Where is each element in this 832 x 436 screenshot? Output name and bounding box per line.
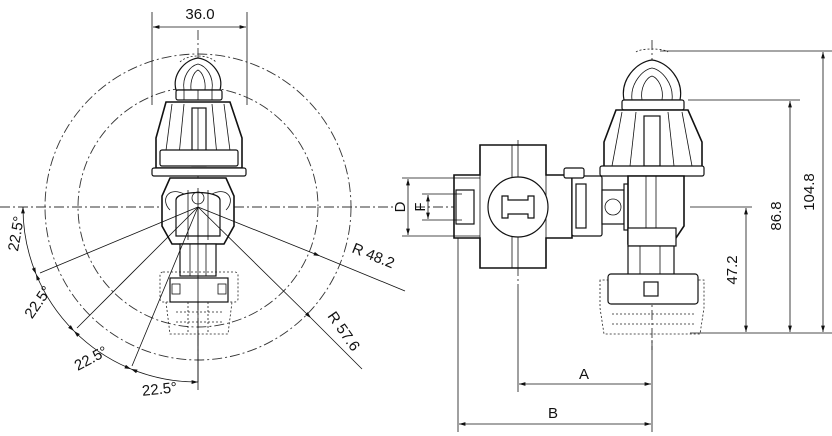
left-saddle-hidden (159, 271, 239, 335)
right-view (402, 40, 832, 432)
left-cap (174, 55, 223, 101)
height-dimensions (660, 50, 832, 334)
cross-fitting (453, 144, 573, 269)
right-saddle-hidden (599, 273, 705, 335)
left-view (0, 12, 406, 390)
left-bonnet (151, 101, 247, 177)
angle-arcs (21, 206, 199, 390)
right-valve-body (627, 175, 685, 277)
outer-radius-label: R 57.6 (324, 309, 363, 355)
right-cap (621, 48, 685, 111)
d-label: D (392, 201, 409, 212)
b-label: B (548, 405, 558, 422)
angle-rays (39, 206, 406, 382)
height-low-label: 47.2 (724, 255, 741, 284)
angle-label-4: 22.5° (141, 379, 178, 400)
d-f-dimensions (402, 177, 480, 237)
a-label: A (579, 366, 589, 383)
right-connector (563, 167, 635, 237)
top-width-dimension: 36.0 (185, 6, 214, 23)
f-label: F (412, 202, 429, 211)
a-b-dimensions (457, 238, 653, 432)
angle-label-3: 22.5° (72, 343, 111, 375)
angle-label-1: 22.5° (5, 215, 28, 253)
right-bonnet (599, 109, 705, 177)
height-total-label: 104.8 (801, 173, 818, 211)
height-mid-label: 86.8 (768, 201, 785, 230)
inner-radius-label: R 48.2 (350, 240, 397, 272)
angle-label-2: 22.5° (21, 283, 55, 322)
